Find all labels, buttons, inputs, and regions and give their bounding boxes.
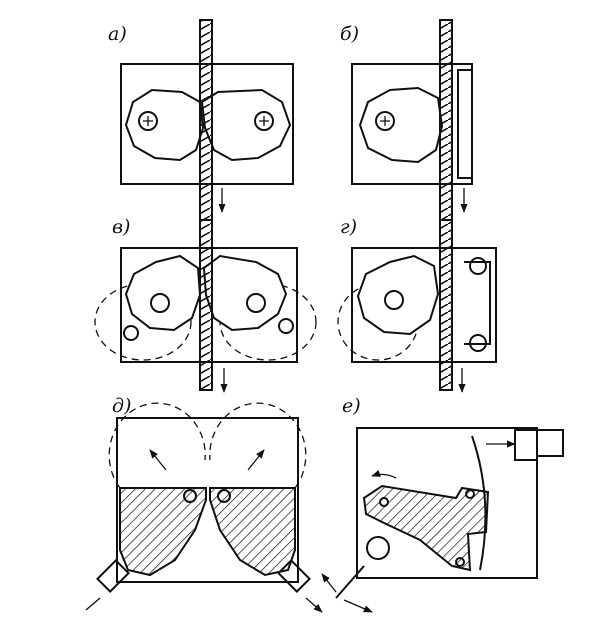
hatched-jaw-left — [119, 487, 207, 577]
cam-swing-left — [108, 402, 206, 489]
panel-g: г) — [337, 216, 497, 393]
sliding-jaw — [464, 261, 491, 345]
rope — [199, 19, 213, 221]
housing — [116, 417, 299, 583]
panel-a: а) — [108, 19, 294, 221]
rope — [439, 19, 453, 221]
rod-arrow-down — [343, 599, 373, 613]
rope — [199, 219, 213, 391]
spring-pin-right — [278, 318, 294, 334]
pin-left — [183, 489, 197, 503]
screw-arrow-right — [305, 597, 323, 613]
pin-2 — [465, 489, 475, 499]
spring-outline-left — [94, 283, 192, 361]
housing — [356, 427, 538, 579]
panel-label-v: в) — [112, 216, 130, 238]
adjust-screw-left — [96, 559, 130, 593]
pivot-right — [254, 111, 274, 131]
guide-bolt-top — [469, 257, 487, 275]
roller — [366, 536, 390, 560]
panel-label-d: д) — [112, 395, 131, 417]
cam-right — [200, 88, 292, 162]
rod — [335, 565, 365, 599]
rotation-arrow — [371, 469, 397, 479]
side-block — [514, 429, 538, 461]
rotation-arrow-left — [149, 449, 167, 471]
panel-d: д) — [85, 395, 323, 613]
cam-left — [124, 88, 205, 162]
pivot-left — [150, 293, 170, 313]
cam-left — [124, 254, 202, 332]
pin-1 — [379, 497, 389, 507]
pivot — [384, 290, 404, 310]
cam — [356, 254, 440, 336]
adjust-knob — [536, 429, 564, 457]
cam — [358, 86, 444, 164]
cam-right — [202, 254, 288, 332]
rope — [439, 219, 453, 391]
pivot-right — [246, 293, 266, 313]
rotation-arrow-right — [247, 449, 265, 471]
panel-label-e: е) — [342, 395, 361, 417]
rod-arrow-up — [321, 573, 337, 593]
hatched-jaw-right — [209, 487, 296, 577]
panel-v: в) — [94, 216, 317, 393]
hatched-lever — [362, 484, 490, 572]
base-plate — [351, 247, 497, 363]
spring-pin-left — [123, 325, 139, 341]
panel-b: б) — [340, 19, 473, 221]
panel-label-g: г) — [340, 216, 357, 238]
pivot-left — [138, 111, 158, 131]
fixed-jaw — [457, 69, 473, 179]
pin-right — [217, 489, 231, 503]
panel-label-a: а) — [108, 23, 127, 45]
panel-label-b: б) — [340, 23, 359, 45]
pivot — [375, 111, 395, 131]
screw-axis-left — [85, 597, 101, 611]
adjust-screw-right — [277, 559, 311, 593]
cam-swing-right — [209, 402, 307, 489]
pin-3 — [455, 557, 465, 567]
guide-bolt-bottom — [469, 334, 487, 352]
panel-e: е) — [321, 395, 564, 613]
